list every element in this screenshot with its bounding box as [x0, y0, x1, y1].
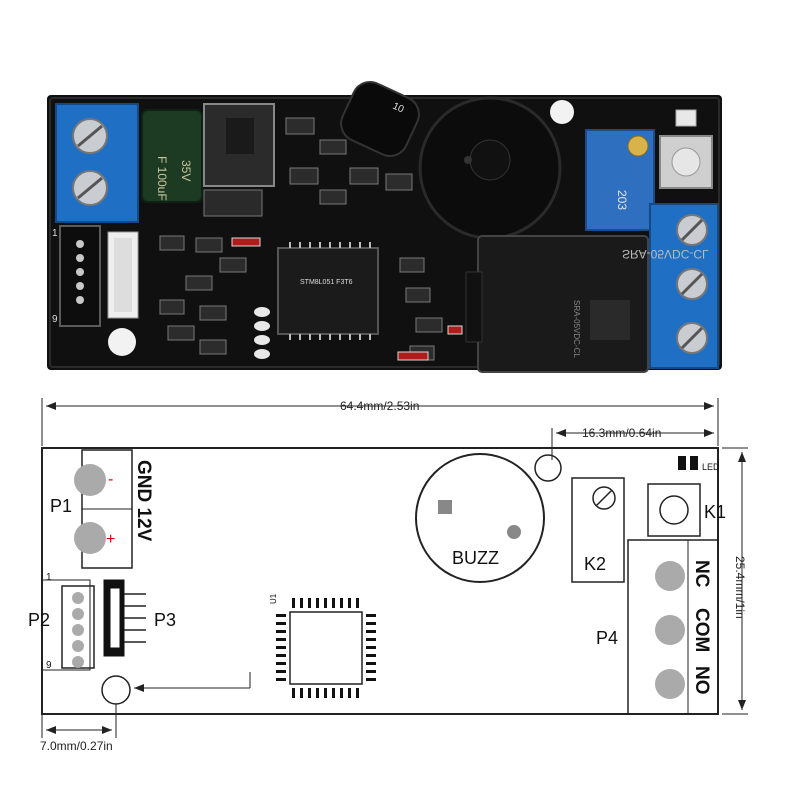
height-dimension: [722, 447, 748, 715]
potentiometer: 203: [585, 129, 655, 231]
capacitor-label: F 100uF: [155, 156, 169, 201]
power-terminal-block: [55, 103, 139, 223]
minus-label: -: [108, 471, 113, 488]
led-pads: [678, 456, 698, 470]
k2-label: K2: [584, 554, 606, 574]
dimension-diagram: 64.4mm/2.53in 16.3mm/0.64in 25.4mm/1in: [28, 398, 748, 753]
relay-label: SRA-05VDC-CL: [622, 247, 709, 261]
k1-switch: [647, 483, 701, 537]
buzzer: [418, 96, 562, 240]
relay-side-label: SRA-05VDC-CL: [572, 300, 581, 358]
com-label: COM: [691, 608, 712, 652]
relay-terminal-block: [649, 203, 719, 369]
p3-label: P3: [154, 610, 176, 630]
p2-label: P2: [28, 610, 50, 630]
gnd-12v-label: GND 12V: [133, 460, 154, 542]
p4-label: P4: [596, 628, 618, 648]
k2-potentiometer: [571, 477, 625, 583]
led-label: LED: [702, 462, 720, 472]
arrow-to-hole: [134, 672, 251, 692]
p1-label: P1: [50, 496, 72, 516]
p4-terminal: [627, 539, 719, 715]
buzzer-outline: [415, 453, 545, 583]
white-pads: [254, 307, 270, 359]
k1-label: K1: [704, 502, 726, 522]
width-dimension: [41, 398, 719, 446]
potentiometer-label: 203: [615, 190, 629, 210]
p2-header: [41, 579, 95, 671]
header-pin1-label: 1: [52, 228, 58, 239]
pin1-label: 1: [46, 572, 52, 583]
tactile-switch: [659, 109, 713, 189]
p1-terminal: [74, 449, 133, 569]
diode-smd: [203, 189, 263, 217]
buzz-label: BUZZ: [452, 548, 499, 568]
p3-connector: [103, 579, 146, 657]
nc-label: NC: [691, 560, 712, 588]
capacitor-voltage-label: 35V: [179, 160, 193, 181]
pcb-photo: F 100uF 35V 10 203: [47, 81, 722, 373]
height-label: 25.4mm/1in: [733, 556, 747, 619]
red-diodes: [231, 237, 463, 361]
inductor-label: 10: [391, 101, 406, 116]
u1-chip: [276, 598, 376, 698]
mounting-hole-outline: [101, 675, 131, 705]
mcu-label: STM8L051 F3T6: [300, 279, 353, 286]
capacitor: F 100uF 35V: [141, 109, 203, 203]
overall-width-label: 64.4mm/2.53in: [340, 399, 419, 413]
k1-offset-dimension: [551, 428, 714, 460]
u1-pins: [276, 598, 376, 698]
mounting-hole: [108, 328, 136, 356]
mcu-chip: STM8L051 F3T6: [277, 242, 379, 340]
p2-header-photo: 1 9: [52, 225, 101, 327]
p3-header-photo: [107, 231, 139, 319]
header-pin9-label: 9: [52, 314, 58, 325]
hole-offset-dimension: [41, 704, 117, 738]
no-label: NO: [691, 666, 712, 695]
mounting-hole: [550, 100, 574, 124]
inductor: 10: [340, 81, 420, 157]
hole-offset-label: 7.0mm/0.27in: [40, 739, 113, 753]
k1-ref-hole: [534, 454, 562, 482]
plus-label: +: [106, 531, 115, 548]
pin9-label: 9: [46, 660, 52, 671]
u1-label: U1: [269, 593, 278, 604]
k1-offset-label: 16.3mm/0.64in: [582, 426, 661, 440]
relay: SRA-05VDC-CL SRA-05VDC-CL: [465, 235, 709, 373]
